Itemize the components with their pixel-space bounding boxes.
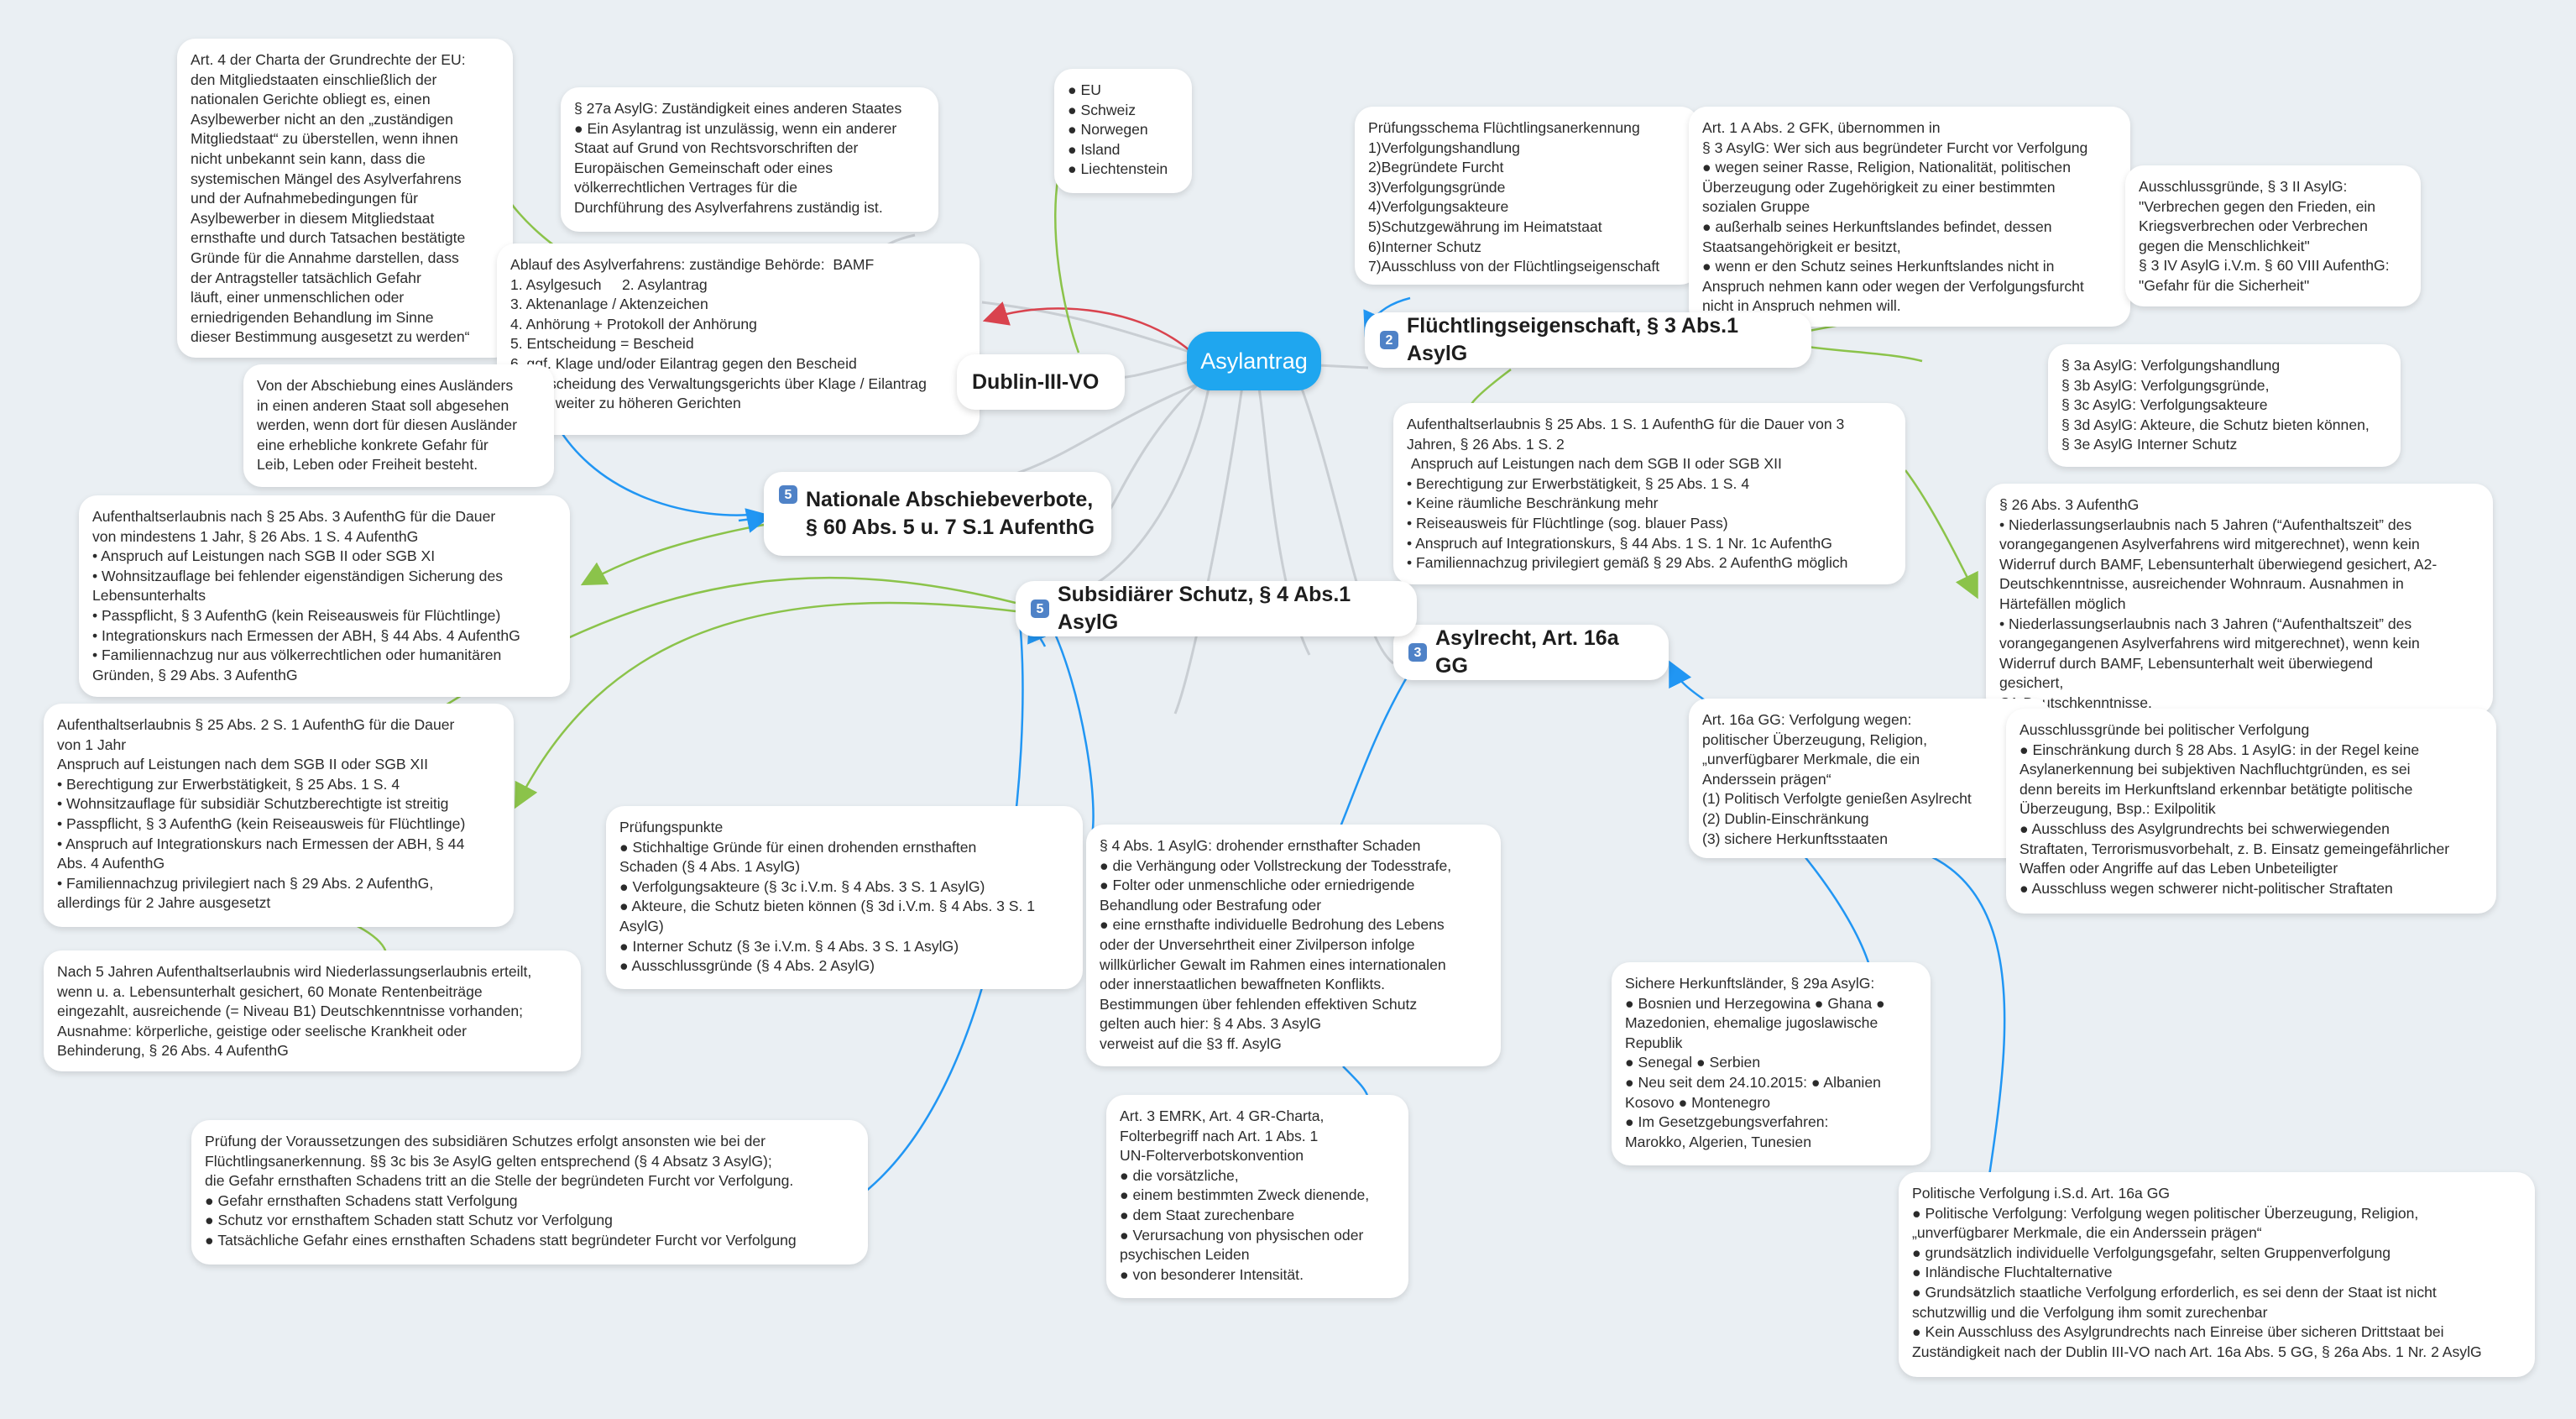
note-p3a: § 3a AsylG: Verfolgungshandlung § 3b Asy…	[2048, 344, 2401, 467]
branch-fluechtlingseigenschaft[interactable]: 2 Flüchtlingseigenschaft, § 3 Abs.1 Asyl…	[1365, 312, 1811, 368]
note-abschiebung: Von der Abschiebung eines Ausländers in …	[243, 364, 554, 487]
note-eu-states: ● EU ● Schweiz ● Norwegen ● Island ● Lie…	[1054, 69, 1192, 193]
note-27a: § 27a AsylG: Zuständigkeit eines anderen…	[561, 87, 938, 232]
number-badge-icon: 5	[1031, 600, 1049, 618]
note-pruefschema: Prüfungsschema Flüchtlingsanerkennung 1)…	[1355, 107, 1699, 285]
branch-abschiebeverbote[interactable]: 5 Nationale Abschiebeverbote, § 60 Abs. …	[764, 472, 1111, 556]
link-central-fluechtling	[1317, 364, 1369, 369]
note-ausschluss3: Ausschlussgründe, § 3 II AsylG: "Verbrec…	[2125, 165, 2421, 306]
note-ausschluss-politisch: Ausschlussgründe bei politischer Verfolg…	[2006, 709, 2496, 914]
link-central-abschiebe	[1106, 380, 1202, 514]
branch-dublin-label: Dublin-III-VO	[972, 369, 1100, 394]
note-art16a: Art. 16a GG: Verfolgung wegen: politisch…	[1689, 699, 2051, 858]
branch-dublin[interactable]: Dublin-III-VO	[957, 354, 1125, 410]
note-politische-verfolgung: Politische Verfolgung i.S.d. Art. 16a GG…	[1899, 1172, 2535, 1377]
note-sichere-herkunft: Sichere Herkunftsländer, § 29a AsylG: ● …	[1612, 962, 1931, 1165]
arrow-aufenthalt-niederlassung	[1904, 469, 1978, 600]
note-pruefpunkte: Prüfungspunkte ● Stichhaltige Gründe für…	[606, 806, 1083, 989]
link-subsidiaer-p4	[1048, 620, 1095, 840]
note-ablauf: Ablauf des Asylverfahrens: zuständige Be…	[497, 243, 980, 435]
branch-abschiebe-label: Nationale Abschiebeverbote, § 60 Abs. 5 …	[806, 488, 1095, 539]
note-niederlassung-26: § 26 Abs. 3 AufenthG • Niederlassungserl…	[1986, 484, 2493, 715]
note-aufenthalt-25-3: Aufenthaltserlaubnis nach § 25 Abs. 3 Au…	[79, 495, 570, 697]
link-asylrecht-aufenthalt	[1470, 369, 1512, 409]
branch-subsidiaer-label: Subsidiärer Schutz, § 4 Abs.1 AsylG	[1058, 583, 1356, 634]
link-central-asylrecht	[1299, 385, 1394, 665]
central-topic-label: Asylantrag	[1200, 348, 1308, 374]
note-niederlassung-26-4: Nach 5 Jahren Aufenthaltserlaubnis wird …	[44, 950, 581, 1071]
number-badge-icon: 2	[1380, 331, 1398, 349]
number-badge-icon: 3	[1408, 643, 1427, 662]
arrow-abschiebe-aufenthalt25s3	[580, 523, 765, 586]
note-p4-abs1: § 4 Abs. 1 AsylG: drohender ernsthafter …	[1086, 825, 1501, 1066]
branch-asylrecht[interactable]: 3 Asylrecht, Art. 16a GG	[1393, 625, 1669, 680]
link-abschiebung-note	[544, 402, 760, 516]
note-aufenthalt-25-1: Aufenthaltserlaubnis § 25 Abs. 1 S. 1 Au…	[1393, 403, 1905, 584]
arrow-central-ablauf	[982, 301, 1191, 352]
arrow-subsidiaer-aufenthalt25s2	[515, 601, 1016, 809]
branch-asylrecht-label: Asylrecht, Art. 16a GG	[1435, 626, 1625, 678]
note-subsidiaer-pruefung: Prüfung der Voraussetzungen des subsidiä…	[191, 1120, 868, 1265]
link-art16a-sicher	[1804, 856, 1873, 975]
arrow-abschiebe-in	[738, 508, 772, 533]
number-badge-icon: 5	[779, 485, 797, 504]
note-emrk: Art. 3 EMRK, Art. 4 GR-Charta, Folterbeg…	[1106, 1095, 1408, 1298]
branch-subsidiaerer-schutz[interactable]: 5 Subsidiärer Schutz, § 4 Abs.1 AsylG	[1016, 581, 1417, 636]
branch-fluechtling-label: Flüchtlingseigenschaft, § 3 Abs.1 AsylG	[1407, 314, 1744, 365]
note-aufenthalt-25-2: Aufenthaltserlaubnis § 25 Abs. 2 S. 1 Au…	[44, 704, 514, 927]
note-gfk: Art. 1 A Abs. 2 GFK, übernommen in § 3 A…	[1689, 107, 2130, 327]
link-central-p4	[1173, 385, 1244, 715]
central-topic-asylantrag[interactable]: Asylantrag	[1187, 332, 1321, 390]
note-charta: Art. 4 der Charta der Grundrechte der EU…	[177, 39, 513, 358]
